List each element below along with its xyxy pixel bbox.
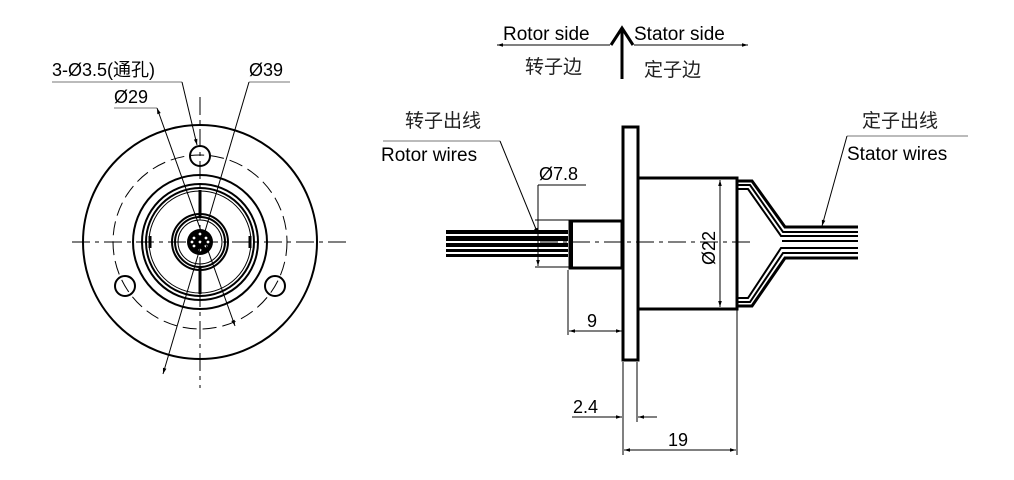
rotor-side-cn-label: 转子边 xyxy=(525,56,582,78)
bolt-circle-dim-label: Ø29 xyxy=(114,87,148,107)
rotor-wires-label: Rotor wires xyxy=(381,145,477,166)
stator-wires-cn-label: 定子出线 xyxy=(862,110,938,132)
hole-callout-leader xyxy=(181,81,198,146)
shaft xyxy=(568,219,624,270)
body xyxy=(636,176,739,311)
flange xyxy=(621,125,640,362)
mounting-hole-right xyxy=(264,275,286,297)
rotor-wire-bundle xyxy=(446,230,568,257)
stator-wires-leader xyxy=(821,135,848,227)
body-dia-dim-label: Ø22 xyxy=(699,231,719,265)
body-length-dim-label: 19 xyxy=(668,430,688,450)
shaft-dia-dim-label: Ø7.8 xyxy=(539,164,578,184)
outer-dia-dim-label: Ø39 xyxy=(249,60,283,80)
rotor-side-label: Rotor side xyxy=(503,24,590,45)
hole-callout-label: 3-Ø3.5(通孔) xyxy=(52,60,155,80)
flange-thickness-dim-label: 2.4 xyxy=(573,397,598,417)
side-view: 转子出线 Rotor wires Ø7.8 定子出线 Stator wires … xyxy=(381,110,968,455)
stator-side-cn-label: 定子边 xyxy=(644,59,701,81)
stator-side-label: Stator side xyxy=(634,24,725,45)
front-view: 3-Ø3.5(通孔) Ø29 Ø39 xyxy=(52,60,350,388)
mounting-hole-left xyxy=(114,275,136,297)
stator-wires-label: Stator wires xyxy=(847,144,947,165)
shaft-length-dim-label: 9 xyxy=(587,311,597,331)
bolt-circle-dim-line xyxy=(156,107,236,327)
outer-dia-dim-line xyxy=(162,81,250,375)
stator-wire-bundle xyxy=(737,179,858,308)
divider-up-arrow-icon xyxy=(609,25,635,46)
rotor-wires-cn-label: 转子出线 xyxy=(405,110,481,132)
rotor-wires-leader xyxy=(499,140,539,235)
direction-legend: Rotor side Stator side 转子边 定子边 xyxy=(497,24,748,81)
